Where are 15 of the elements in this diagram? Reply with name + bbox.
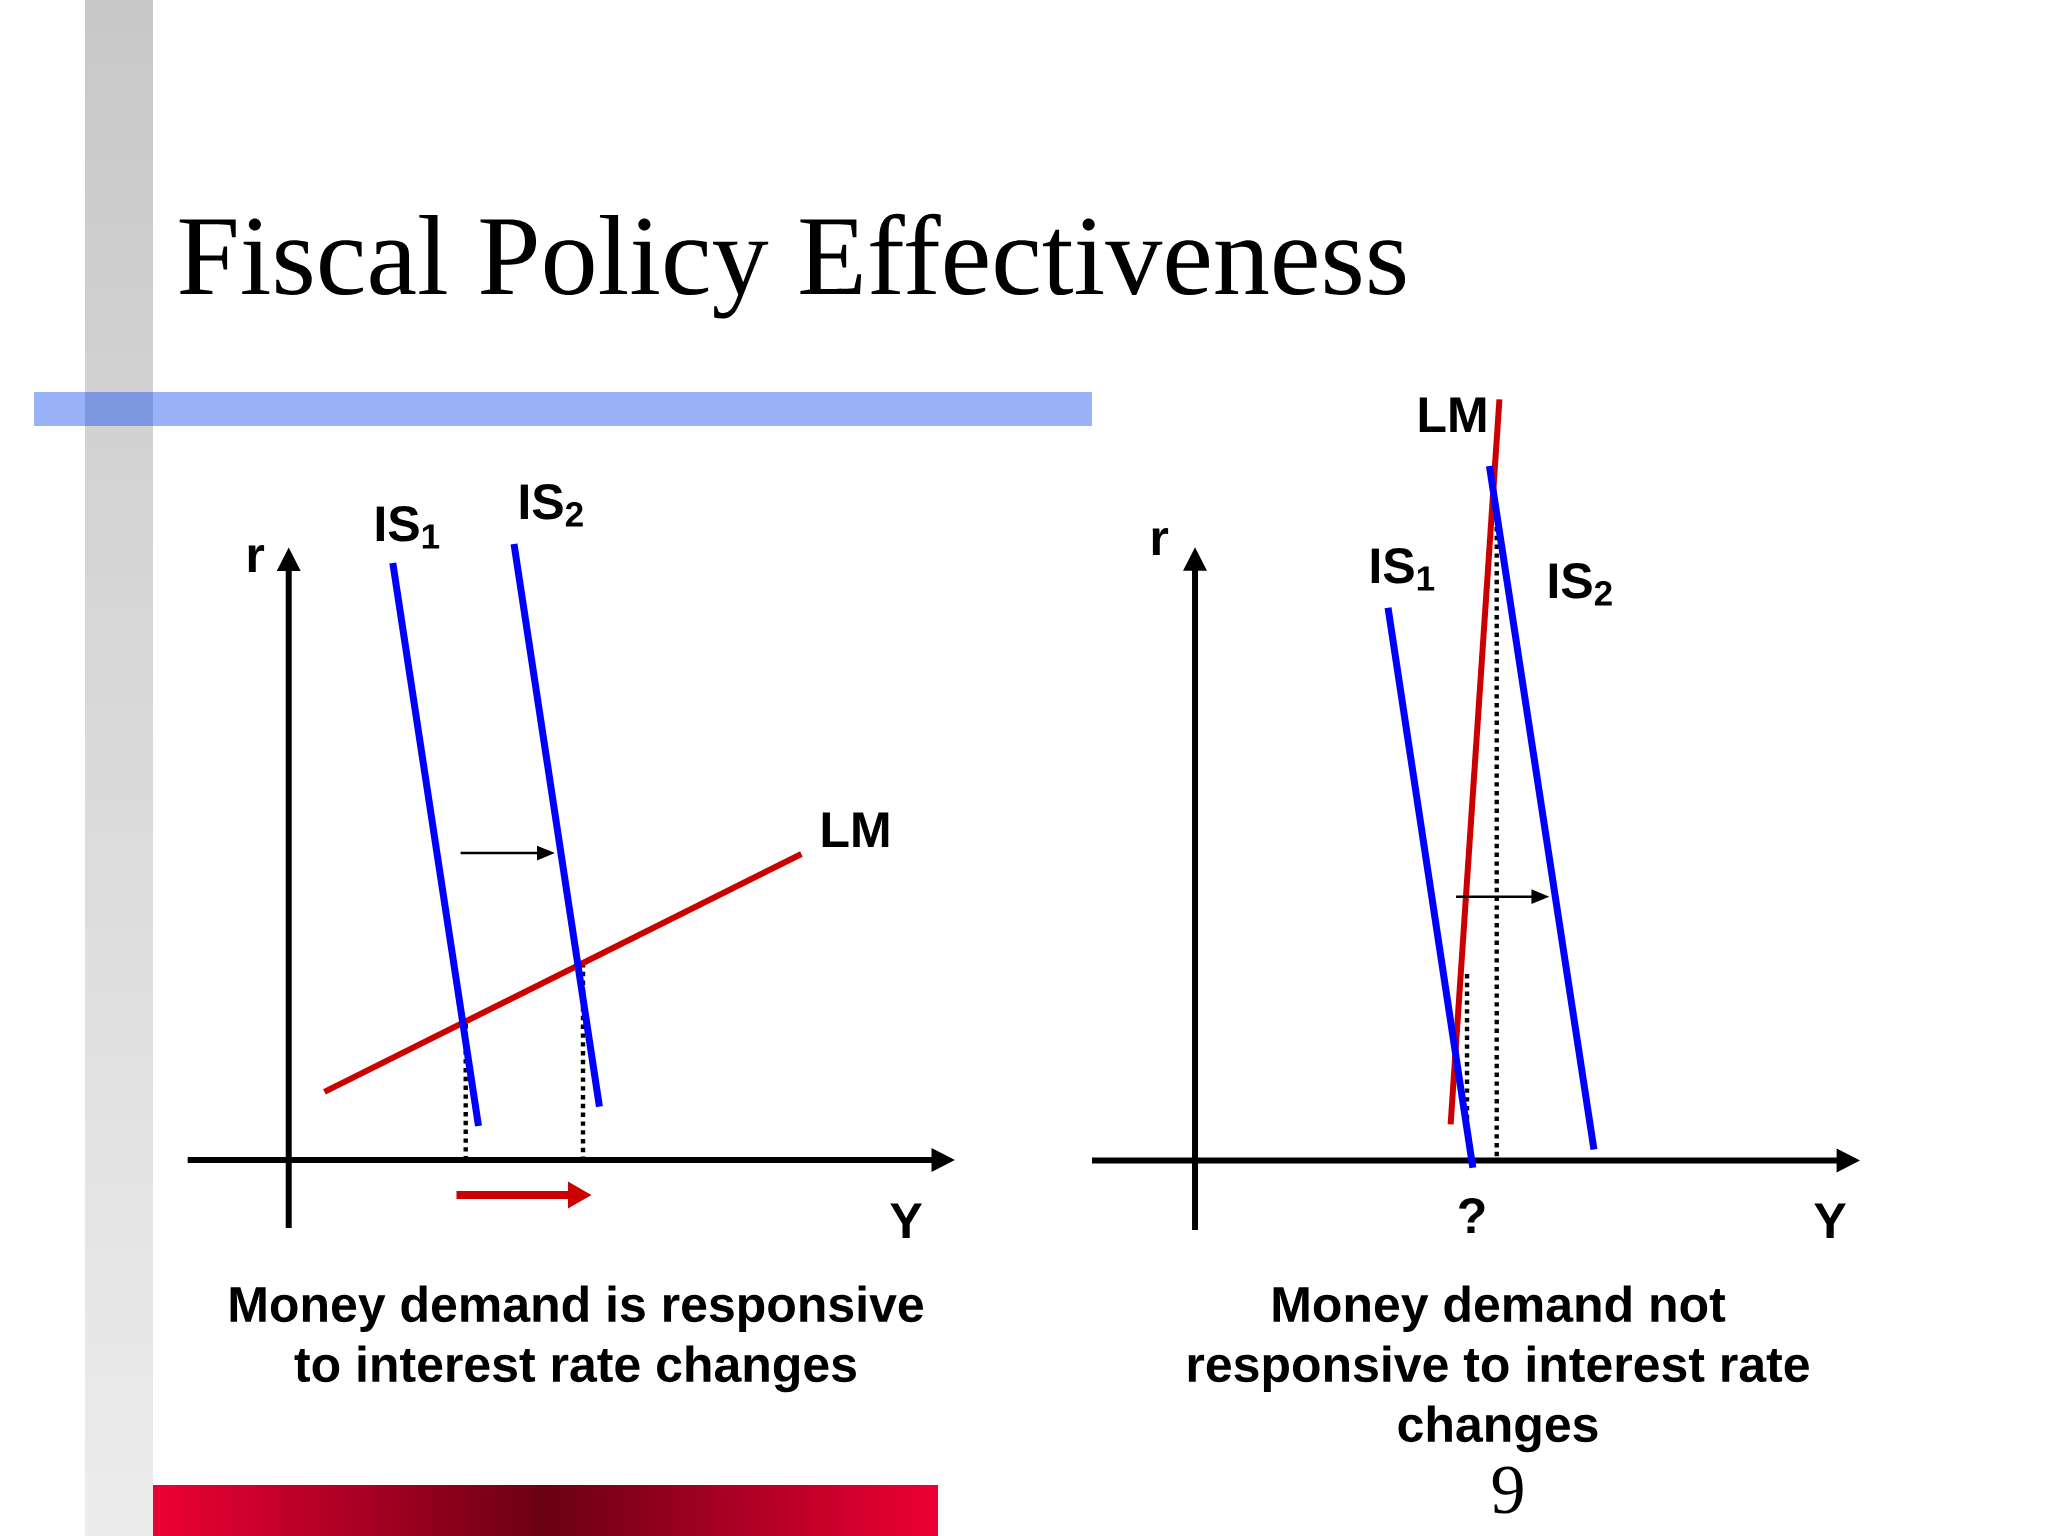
curve-label: LM — [822, 812, 889, 847]
curve-label: LM — [1419, 397, 1486, 432]
chart-caption: Money demand is responsive to interest rate changes — [230, 1285, 923, 1393]
curve-label: IS$_{1}$ — [376, 506, 440, 549]
curve-label: IS$_{2}$ — [520, 484, 583, 527]
axis-label: r — [248, 545, 265, 572]
chart-caption: Money demand not responsive to interest rate changes — [1188, 1285, 1809, 1453]
axis-label: Y — [1814, 1203, 1846, 1238]
page-number: 9 — [1492, 1466, 1523, 1514]
axis-label: Y — [890, 1203, 922, 1238]
curve-label: IS$_{1}$ — [1371, 548, 1435, 591]
axis-label: ? — [1459, 1198, 1485, 1233]
slide-title: Fiscal Policy Effectiveness — [179, 213, 1406, 319]
axis-label: r — [1152, 528, 1169, 555]
curve-label: IS$_{2}$ — [1549, 563, 1612, 606]
